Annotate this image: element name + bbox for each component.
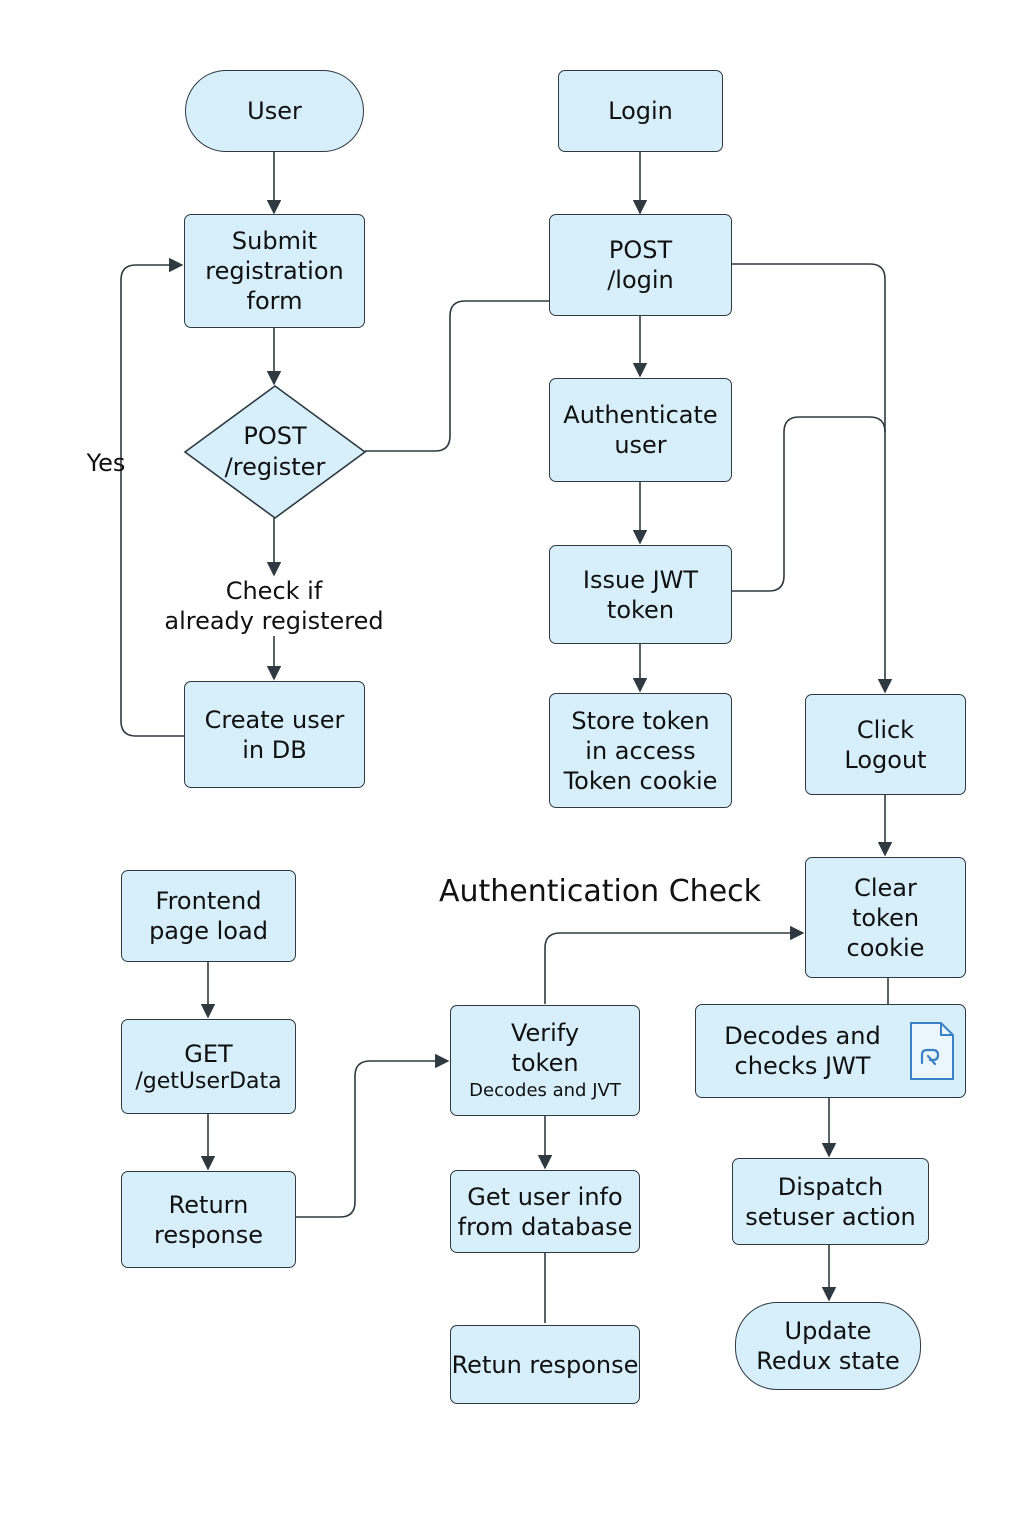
node-frontend-load-label: Frontend page load: [149, 887, 268, 945]
node-submit-form-label: Submit registration form: [205, 227, 344, 315]
node-get-user-info-label: Get user info from database: [457, 1182, 633, 1241]
node-create-user: Create user in DB: [184, 681, 365, 788]
node-click-logout-label: Click Logout: [844, 715, 927, 774]
node-frontend-load: Frontend page load: [121, 870, 296, 962]
node-post-login: POST /login: [549, 214, 732, 316]
node-get-user-info: Get user info from database: [450, 1170, 640, 1253]
node-store-token-label: Store token in access Token cookie: [563, 706, 718, 795]
node-authenticate: Authenticate user: [549, 378, 732, 482]
node-issue-jwt: Issue JWT token: [549, 545, 732, 644]
node-decodes-checks-label: Decodes and checks JWT: [724, 1022, 881, 1080]
edge-issue-jwt-branch: [732, 416, 886, 592]
edge-create-yes-loop: [120, 257, 184, 737]
node-clear-cookie: Clear token cookie: [805, 857, 966, 978]
node-verify-token-sub: Decodes and JVT: [469, 1079, 621, 1101]
node-get-user-data-path: /getUserData: [135, 1068, 282, 1094]
node-user-label: User: [247, 97, 302, 125]
node-return-response-left-label: Return response: [153, 1190, 263, 1249]
node-verify-token-label: Verify token: [510, 1018, 580, 1077]
node-user: User: [185, 70, 364, 152]
node-login: Login: [558, 70, 723, 152]
node-return-response-mid-label: Retun response: [451, 1350, 639, 1379]
node-return-response-left: Return response: [121, 1171, 296, 1268]
node-update-redux-label: Update Redux state: [756, 1317, 900, 1375]
node-post-login-label: POST /login: [607, 236, 674, 294]
node-dispatch: Dispatch setuser action: [732, 1158, 929, 1245]
yes-label: Yes: [86, 449, 126, 477]
node-get-user-data: GET /getUserData: [121, 1019, 296, 1114]
node-authenticate-label: Authenticate user: [563, 401, 718, 459]
node-issue-jwt-label: Issue JWT token: [582, 565, 699, 624]
document-icon: [910, 1022, 954, 1080]
edge-register-to-post-login: [365, 300, 549, 452]
section-title: Authentication Check: [438, 874, 762, 909]
node-submit-form: Submit registration form: [184, 214, 365, 328]
node-create-user-label: Create user in DB: [204, 705, 345, 764]
post-register-diamond: [183, 385, 367, 519]
check-registered-label: Check if already registered: [164, 577, 384, 635]
node-update-redux: Update Redux state: [735, 1302, 921, 1390]
node-return-response-mid: Retun response: [450, 1325, 640, 1404]
node-get-user-data-method: GET: [184, 1039, 233, 1068]
node-decodes-checks: Decodes and checks JWT: [695, 1004, 966, 1098]
node-store-token: Store token in access Token cookie: [549, 693, 732, 808]
edge-post-login-to-logout: [732, 263, 893, 694]
node-post-register-label: POST /register: [224, 422, 326, 481]
edge-verify-to-clear: [544, 925, 805, 1004]
node-dispatch-label: Dispatch setuser action: [745, 1172, 916, 1231]
node-login-label: Login: [608, 97, 673, 125]
node-clear-cookie-label: Clear token cookie: [846, 873, 925, 962]
node-verify-token: Verify token Decodes and JVT: [450, 1005, 640, 1116]
edge-return-to-verify: [296, 1053, 450, 1218]
node-click-logout: Click Logout: [805, 694, 966, 795]
